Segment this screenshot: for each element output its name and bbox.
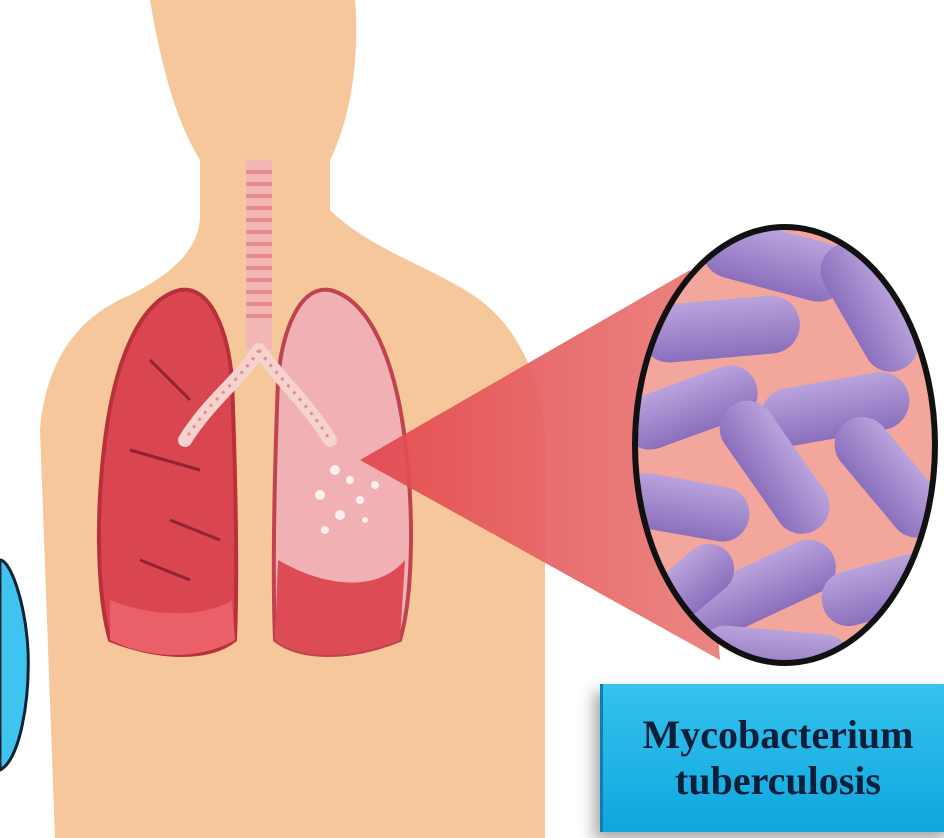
blue-cloth: [0, 560, 28, 770]
organism-label: Mycobacterium tuberculosis: [600, 684, 944, 832]
trachea-illustration: [246, 160, 272, 350]
organism-label-line2: tuberculosis: [675, 758, 881, 804]
organism-label-line1: Mycobacterium: [642, 712, 913, 758]
